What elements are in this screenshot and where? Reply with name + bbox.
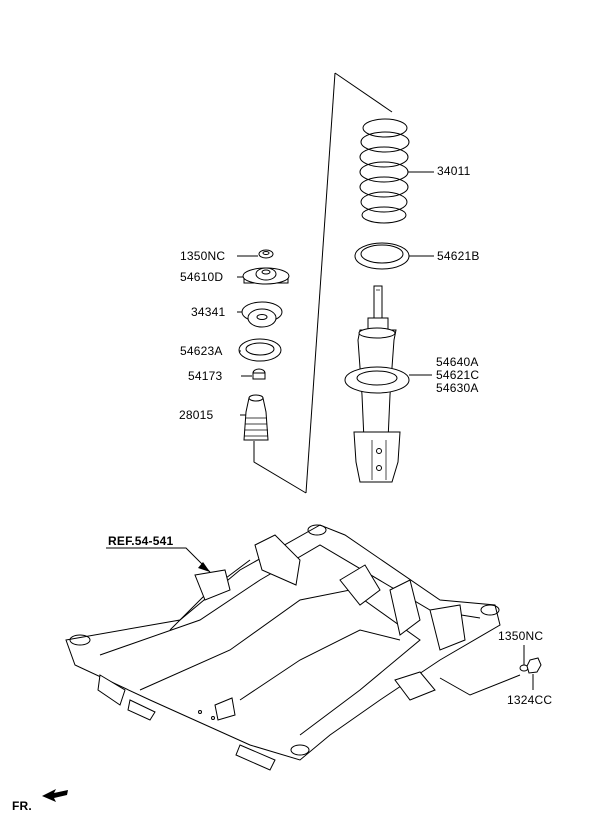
coil-spring (359, 118, 434, 224)
label-34341: 34341 (191, 305, 226, 319)
label-1350nc-top: 1350NC (180, 249, 226, 263)
bump-stopper (241, 368, 266, 380)
label-54621b: 54621B (437, 249, 480, 263)
label-fr: FR. (12, 799, 32, 813)
strut-assembly (344, 285, 432, 483)
label-54640a: 54640A (436, 355, 479, 369)
upper-spring-pad (354, 242, 434, 270)
label-54610d: 54610D (180, 270, 224, 284)
spring-pad-lower (238, 338, 282, 362)
front-arrow-icon (42, 789, 68, 802)
label-1324cc: 1324CC (507, 693, 553, 707)
label-1350nc-bottom: 1350NC (498, 629, 544, 643)
bearing (237, 301, 283, 328)
subframe (65, 524, 501, 771)
ref-leader (106, 547, 211, 573)
label-54621c: 54621C (436, 368, 480, 382)
nut-top (237, 249, 274, 259)
label-54173: 54173 (188, 369, 223, 383)
dust-cover (240, 394, 269, 441)
label-54630a: 54630A (436, 381, 479, 395)
strut-mount (237, 267, 290, 285)
label-28015: 28015 (179, 408, 214, 422)
label-54623a: 54623A (180, 344, 223, 358)
label-34011: 34011 (437, 164, 471, 178)
assembly-boundary-lines (253, 72, 393, 494)
bottom-fasteners (439, 645, 542, 696)
label-ref: REF.54-541 (108, 534, 174, 548)
